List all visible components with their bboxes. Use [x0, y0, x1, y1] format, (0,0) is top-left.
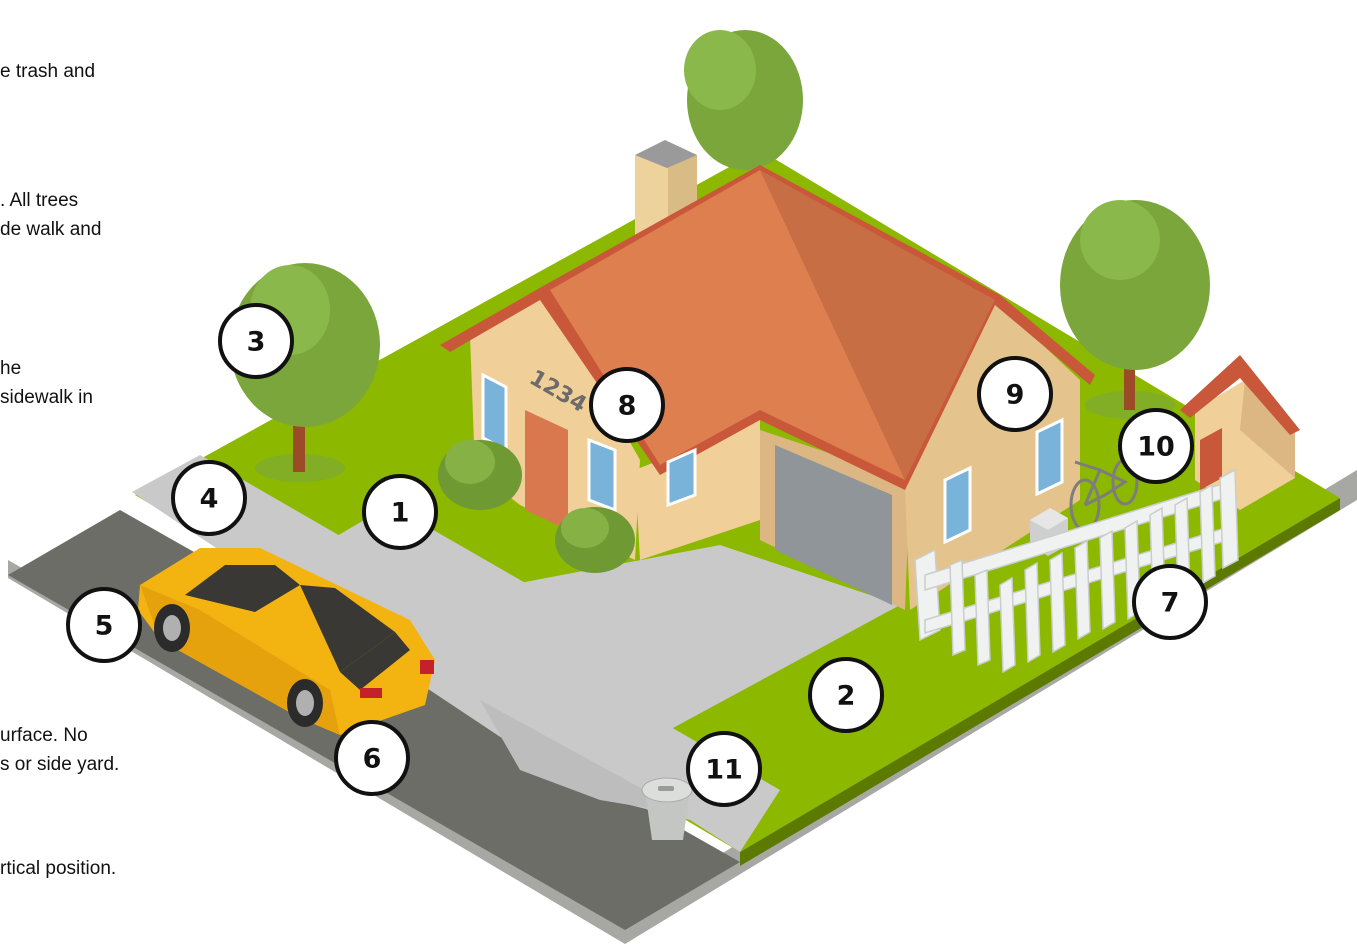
callout-badge-2: 2 [810, 659, 882, 731]
bush [438, 440, 522, 510]
callout-badge-7: 7 [1134, 566, 1206, 638]
window [589, 440, 615, 510]
callout-number: 7 [1161, 588, 1180, 619]
callout-badge-6: 6 [336, 722, 408, 794]
callout-number: 9 [1006, 380, 1025, 411]
callout-badge-3: 3 [220, 305, 292, 377]
callout-number: 1 [391, 498, 410, 529]
callout-number: 6 [363, 744, 382, 775]
callout-number: 2 [837, 681, 856, 712]
bush [555, 507, 635, 573]
front-door [525, 410, 568, 530]
back-tree [684, 30, 803, 170]
callout-number: 8 [618, 391, 637, 422]
window [945, 468, 970, 542]
callout-badge-10: 10 [1120, 410, 1192, 482]
callout-number: 4 [200, 484, 219, 515]
callout-badge-8: 8 [591, 369, 663, 441]
callout-badge-1: 1 [364, 476, 436, 548]
callout-number: 10 [1137, 432, 1175, 463]
callout-number: 3 [247, 327, 266, 358]
window [1037, 420, 1062, 494]
callout-number: 5 [95, 611, 114, 642]
callout-badge-4: 4 [173, 462, 245, 534]
callout-badge-11: 11 [688, 733, 760, 805]
window [483, 375, 506, 450]
callout-badge-5: 5 [68, 589, 140, 661]
callout-badge-9: 9 [979, 358, 1051, 430]
callout-number: 11 [705, 755, 743, 786]
